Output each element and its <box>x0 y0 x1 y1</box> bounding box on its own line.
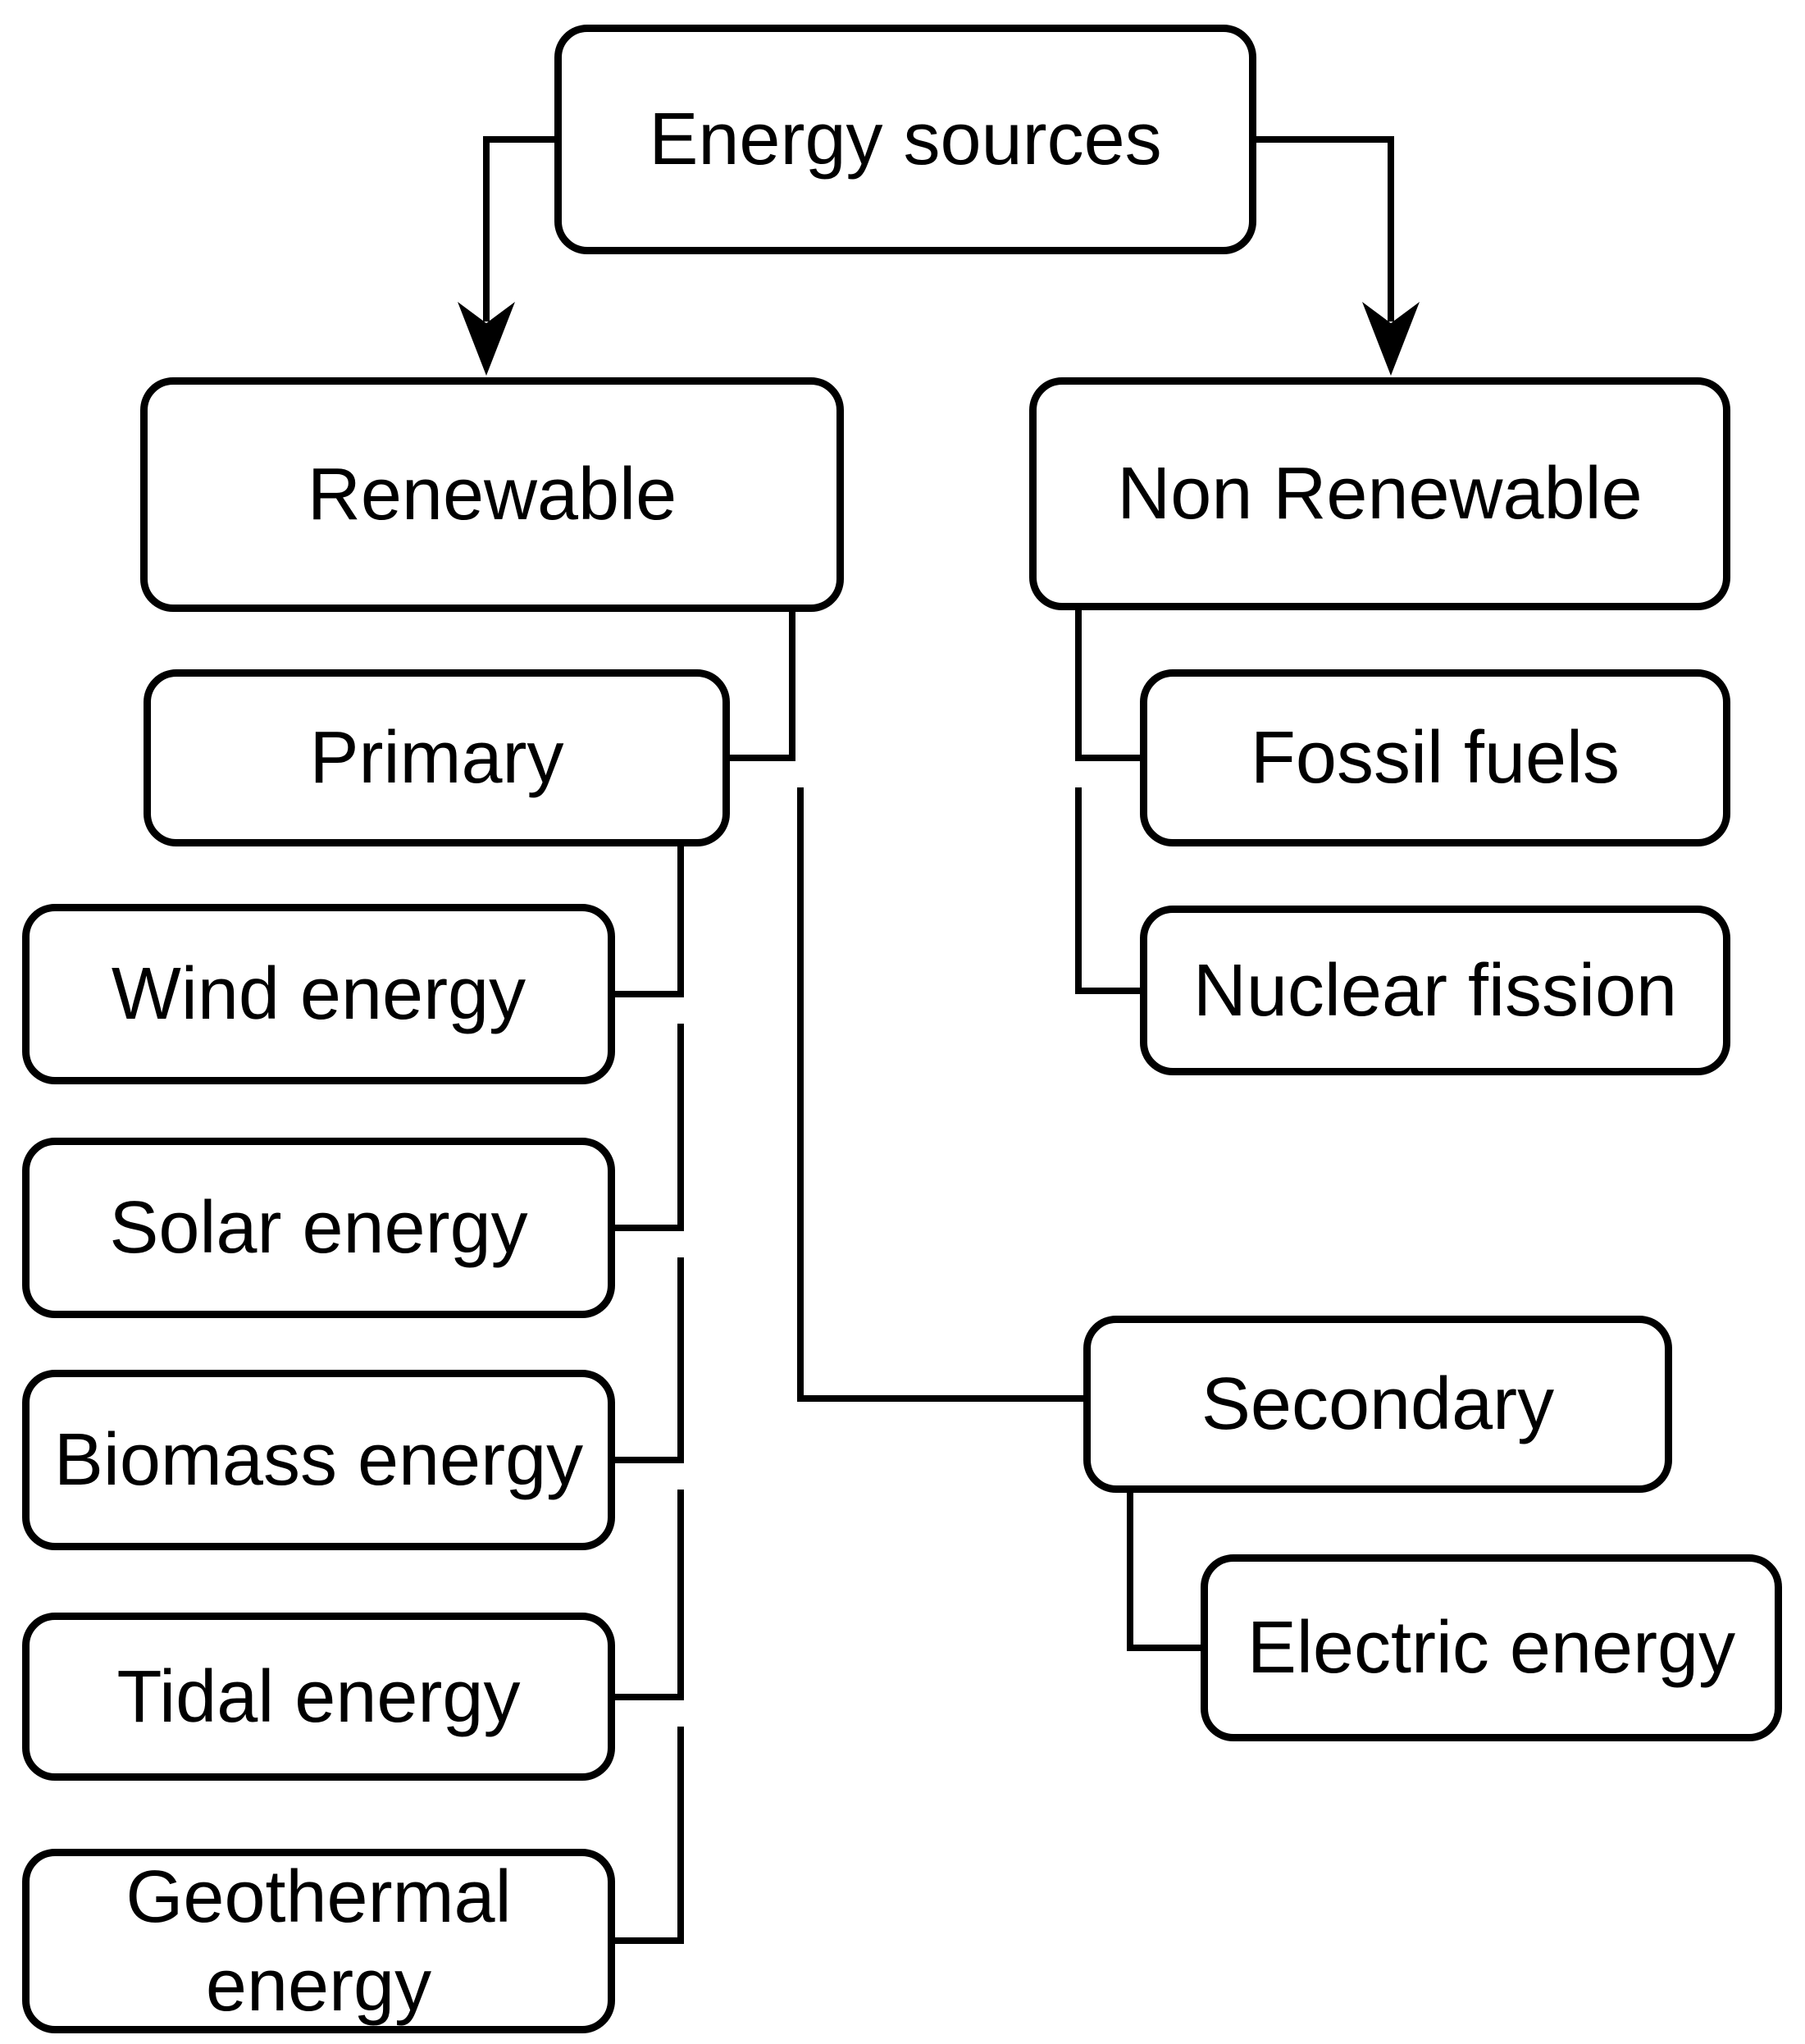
edge-energy-sources-renewable <box>458 136 554 376</box>
node-primary: Primary <box>144 669 730 846</box>
node-energy-sources: Energy sources <box>554 25 1256 254</box>
edge-secondary-electric <box>1127 1493 1201 1651</box>
node-energy-sources-label: Energy sources <box>649 98 1162 180</box>
edge-primary-biomass <box>615 1257 684 1463</box>
node-solar-energy: Solar energy <box>22 1138 615 1318</box>
edge-primary-tidal <box>615 1490 684 1700</box>
node-primary-label: Primary <box>309 717 564 799</box>
node-tidal-energy: Tidal energy <box>22 1613 615 1781</box>
node-wind-energy: Wind energy <box>22 904 615 1084</box>
node-tidal-energy-label: Tidal energy <box>116 1655 521 1738</box>
edge-primary-wind <box>615 846 684 997</box>
node-non-renewable: Non Renewable <box>1029 377 1730 610</box>
node-fossil-fuels: Fossil fuels <box>1140 669 1730 846</box>
node-biomass-energy-label: Biomass energy <box>53 1419 584 1501</box>
node-nuclear-fission: Nuclear fission <box>1140 906 1730 1075</box>
node-wind-energy-label: Wind energy <box>111 953 526 1035</box>
edge-primary-solar <box>615 1024 684 1231</box>
node-solar-energy-label: Solar energy <box>109 1187 528 1269</box>
edge-renewable-secondary <box>797 787 1083 1402</box>
node-non-renewable-label: Non Renewable <box>1117 453 1643 535</box>
edge-renewable-primary <box>730 612 795 761</box>
edge-non-renewable-fossil-fuels <box>1075 610 1140 761</box>
node-nuclear-fission-label: Nuclear fission <box>1192 949 1678 1032</box>
node-geothermal-energy: Geothermal energy <box>22 1849 615 2033</box>
edge-energy-sources-non-renewable <box>1256 136 1420 376</box>
node-secondary: Secondary <box>1083 1316 1672 1493</box>
node-renewable-label: Renewable <box>307 454 677 536</box>
node-secondary-label: Secondary <box>1201 1363 1555 1445</box>
edge-non-renewable-nuclear-fission <box>1075 787 1140 994</box>
node-electric-energy-label: Electric energy <box>1247 1607 1736 1689</box>
node-fossil-fuels-label: Fossil fuels <box>1250 717 1620 799</box>
node-electric-energy: Electric energy <box>1201 1554 1782 1741</box>
edge-primary-geothermal <box>615 1727 684 1944</box>
node-geothermal-energy-label: Geothermal energy <box>125 1855 512 2027</box>
node-biomass-energy: Biomass energy <box>22 1370 615 1550</box>
node-renewable: Renewable <box>140 377 844 612</box>
